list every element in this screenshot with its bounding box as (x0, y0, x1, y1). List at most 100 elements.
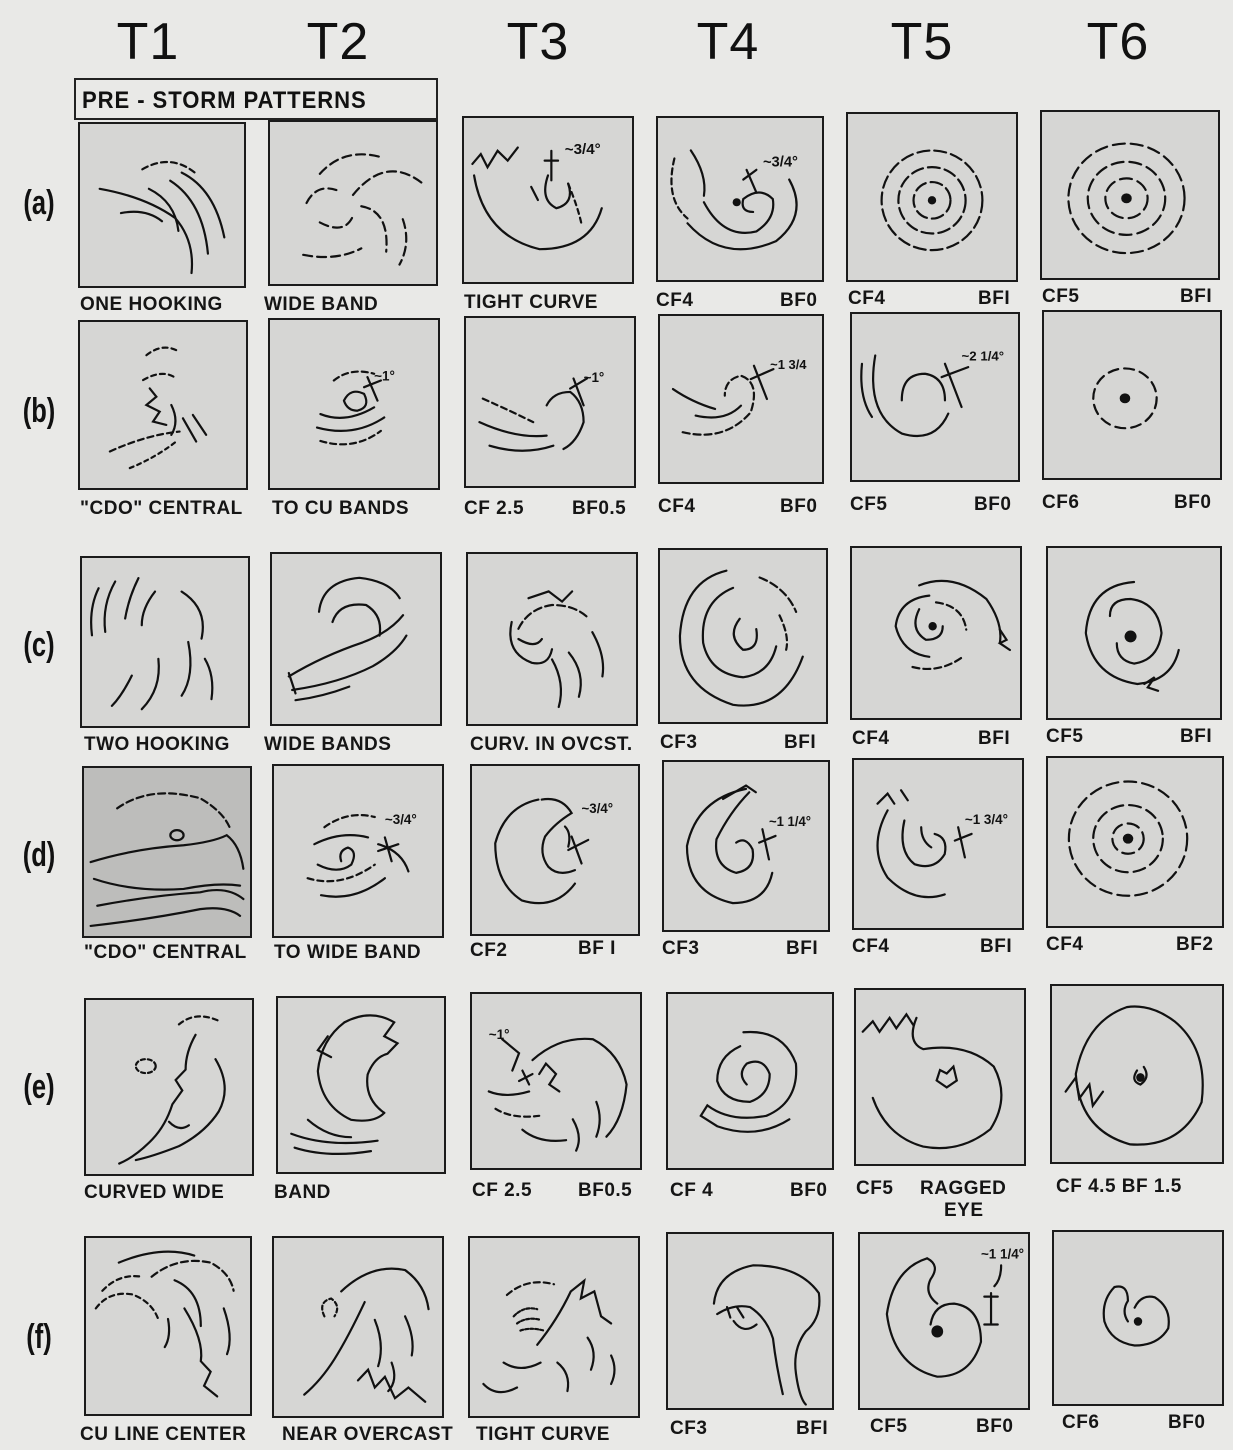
caption-b-t6-bf: BF0 (1174, 492, 1211, 514)
panel-c-t6 (1046, 546, 1222, 720)
panel-f-t5: ~1 1/4° (858, 1232, 1030, 1410)
row-header-b: (b) (20, 392, 58, 431)
pattern-sketch (852, 548, 1020, 718)
panel-b-t6 (1042, 310, 1222, 480)
annotation-b5: ~2 1/4° (962, 348, 1005, 363)
pattern-sketch (86, 1238, 250, 1414)
panel-e-t6 (1050, 984, 1224, 1164)
caption-e-t3-bf: BF0.5 (578, 1180, 632, 1202)
panel-f-t2 (272, 1236, 444, 1418)
panel-a-t6 (1040, 110, 1220, 280)
panel-d-t5: ~1 3/4° (852, 758, 1024, 930)
caption-b-t6-cf: CF6 (1042, 492, 1079, 514)
column-header-t4: T4 (658, 12, 798, 72)
caption-f-t5-cf: CF5 (870, 1416, 907, 1438)
caption-a-t5-cf: CF4 (848, 288, 885, 310)
caption-b-t1: "CDO" CENTRAL (80, 498, 243, 520)
caption-a-t6-cf: CF5 (1042, 286, 1079, 308)
panel-d-t1 (82, 766, 252, 938)
pattern-sketch (278, 998, 444, 1172)
caption-c-t4-cf: CF3 (660, 732, 697, 754)
column-header-t6: T6 (1048, 12, 1188, 72)
pattern-sketch (848, 114, 1016, 280)
panel-a-t2 (268, 120, 438, 286)
panel-a-t1 (78, 122, 246, 288)
pattern-sketch (470, 1238, 638, 1416)
pattern-sketch (274, 1238, 442, 1416)
annotation-b2: ~1° (374, 368, 395, 383)
column-header-t1: T1 (78, 12, 218, 72)
caption-b-t4-cf: CF4 (658, 496, 695, 518)
caption-c-t2: WIDE BANDS (264, 734, 391, 756)
caption-a-t3: TIGHT CURVE (464, 292, 598, 314)
panel-d-t2: ~3/4° (272, 764, 444, 938)
pattern-sketch (1048, 548, 1220, 718)
caption-b-t3-bf: BF0.5 (572, 498, 626, 520)
pattern-sketch (468, 554, 636, 724)
caption-d-t6-cf: CF4 (1046, 934, 1083, 956)
panel-d-t4: ~1 1/4° (662, 760, 830, 932)
caption-c-t4-bf: BFI (784, 732, 816, 754)
panel-a-t4: ~3/4° (656, 116, 824, 282)
caption-f-t3: TIGHT CURVE (476, 1424, 610, 1446)
caption-d-t4-cf: CF3 (662, 938, 699, 960)
caption-e-t6: CF 4.5 BF 1.5 (1056, 1176, 1182, 1198)
caption-f-t1: CU LINE CENTER (80, 1424, 246, 1446)
panel-f-t4 (666, 1232, 834, 1410)
pattern-sketch (272, 554, 440, 724)
panel-c-t3 (466, 552, 638, 726)
annotation-d4: ~1 1/4° (769, 814, 811, 829)
caption-d-t3-cf: CF2 (470, 940, 507, 962)
caption-c-t5-cf: CF4 (852, 728, 889, 750)
caption-e-t5-cf: CF5 (856, 1178, 893, 1200)
panel-f-t1 (84, 1236, 252, 1416)
caption-d-t4-bf: BFI (786, 938, 818, 960)
panel-c-t1 (80, 556, 250, 728)
caption-a-t6-bf: BFI (1180, 286, 1212, 308)
panel-a-t5 (846, 112, 1018, 282)
panel-e-t5 (854, 988, 1026, 1166)
annotation-d3: ~3/4° (582, 801, 614, 816)
row-header-f: (f) (20, 1318, 58, 1357)
pre-storm-legend-label: PRE - STORM PATTERNS (82, 87, 367, 115)
panel-a-t3: ~3/4° (462, 116, 634, 284)
annotation-b3: ~1° (584, 370, 605, 385)
caption-a-t4-cf: CF4 (656, 290, 693, 312)
pattern-sketch (668, 1234, 832, 1408)
annotation-e3: ~1° (489, 1027, 510, 1042)
pattern-sketch (86, 1000, 252, 1174)
column-header-t5: T5 (852, 12, 992, 72)
pattern-sketch: ~1 1/4° (664, 762, 828, 930)
pattern-sketch (80, 322, 246, 488)
pattern-sketch: ~3/4° (464, 118, 632, 282)
pattern-sketch: ~3/4° (658, 118, 822, 280)
pattern-sketch: ~1 3/4 (660, 316, 822, 482)
panel-c-t2 (270, 552, 442, 726)
annotation-a3: ~3/4° (565, 141, 601, 158)
caption-c-t6-bf: BFI (1180, 726, 1212, 748)
column-header-t2: T2 (268, 12, 408, 72)
annotation-f5: ~1 1/4° (981, 1246, 1024, 1261)
caption-b-t5-cf: CF5 (850, 494, 887, 516)
pattern-sketch (1048, 758, 1222, 926)
row-header-c: (c) (20, 626, 58, 665)
caption-f-t4-cf: CF3 (670, 1418, 707, 1440)
caption-e-t3-cf: CF 2.5 (472, 1180, 532, 1202)
caption-e-t4-cf: CF 4 (670, 1180, 713, 1202)
pattern-sketch: ~3/4° (274, 766, 442, 936)
panel-f-t6 (1052, 1230, 1224, 1406)
caption-a-t4-bf: BF0 (780, 290, 817, 312)
caption-f-t6-cf: CF6 (1062, 1412, 1099, 1434)
row-header-a: (a) (20, 184, 58, 223)
caption-a-t5-bf: BFI (978, 288, 1010, 310)
panel-b-t3: ~1° (464, 316, 636, 488)
pattern-sketch (668, 994, 832, 1168)
caption-e-t5-ragged: RAGGED (920, 1178, 1006, 1200)
panel-d-t3: ~3/4° (470, 764, 640, 936)
caption-f-t2: NEAR OVERCAST (282, 1424, 453, 1446)
panel-e-t2 (276, 996, 446, 1174)
caption-f-t5-bf: BF0 (976, 1416, 1013, 1438)
panel-e-t1 (84, 998, 254, 1176)
column-header-t3: T3 (468, 12, 608, 72)
